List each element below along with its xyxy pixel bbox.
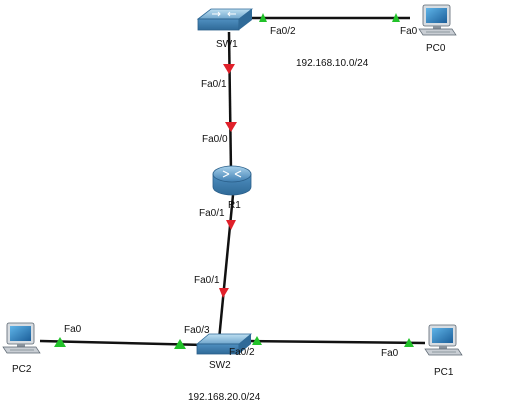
- link-up-marker-pc0-fa0: [392, 13, 400, 22]
- device-label-pc1: PC1: [434, 367, 454, 378]
- port-label-pc2-fa0: Fa0: [64, 324, 82, 335]
- router-icon[interactable]: [212, 165, 252, 196]
- port-label-sw2-fa03: Fa0/3: [184, 325, 210, 336]
- link-down-marker-r1-fa01: [226, 220, 236, 230]
- port-label-sw2-fa01: Fa0/1: [194, 275, 220, 286]
- link-markers: [54, 13, 414, 349]
- port-label-r1-fa00: Fa0/0: [202, 134, 228, 145]
- device-label-pc0: PC0: [426, 43, 446, 54]
- device-label-sw1: SW1: [216, 39, 238, 50]
- device-label-sw2: SW2: [209, 360, 231, 371]
- port-label-sw1-fa01: Fa0/1: [201, 79, 227, 90]
- switch-icon[interactable]: [195, 333, 253, 355]
- device-label-r1: R1: [228, 200, 241, 211]
- link-up-marker-pc2-fa0: [54, 337, 66, 347]
- cable-r1-sw2[interactable]: [217, 194, 235, 341]
- cable-sw1-r1[interactable]: [227, 31, 233, 173]
- pc-icon[interactable]: [418, 4, 457, 36]
- link-up-marker-sw2-fa03: [174, 339, 186, 349]
- port-label-r1-fa01: Fa0/1: [199, 208, 225, 219]
- pc-icon[interactable]: [424, 324, 463, 356]
- device-label-pc2: PC2: [12, 364, 32, 375]
- network-label-lan1: 192.168.10.0/24: [296, 58, 369, 69]
- link-down-marker-sw2-fa01: [219, 288, 229, 298]
- switch-icon[interactable]: [196, 8, 254, 31]
- network-label-lan2: 192.168.20.0/24: [188, 392, 261, 403]
- port-label-pc0-fa0: Fa0: [400, 26, 418, 37]
- link-down-marker-r1-fa00: [225, 122, 237, 132]
- port-label-sw1-fa02: Fa0/2: [270, 26, 296, 37]
- link-up-marker-pc1-fa0: [404, 338, 414, 347]
- pc-icon[interactable]: [2, 322, 41, 354]
- link-up-marker-sw2-fa02: [252, 336, 262, 345]
- port-label-sw2-fa02: Fa0/2: [229, 347, 255, 358]
- cable-sw2-pc1[interactable]: [247, 339, 426, 345]
- port-label-pc1-fa0: Fa0: [381, 348, 399, 359]
- link-down-marker-sw1-fa01: [223, 64, 235, 74]
- link-up-marker-sw1-fa02: [259, 13, 267, 22]
